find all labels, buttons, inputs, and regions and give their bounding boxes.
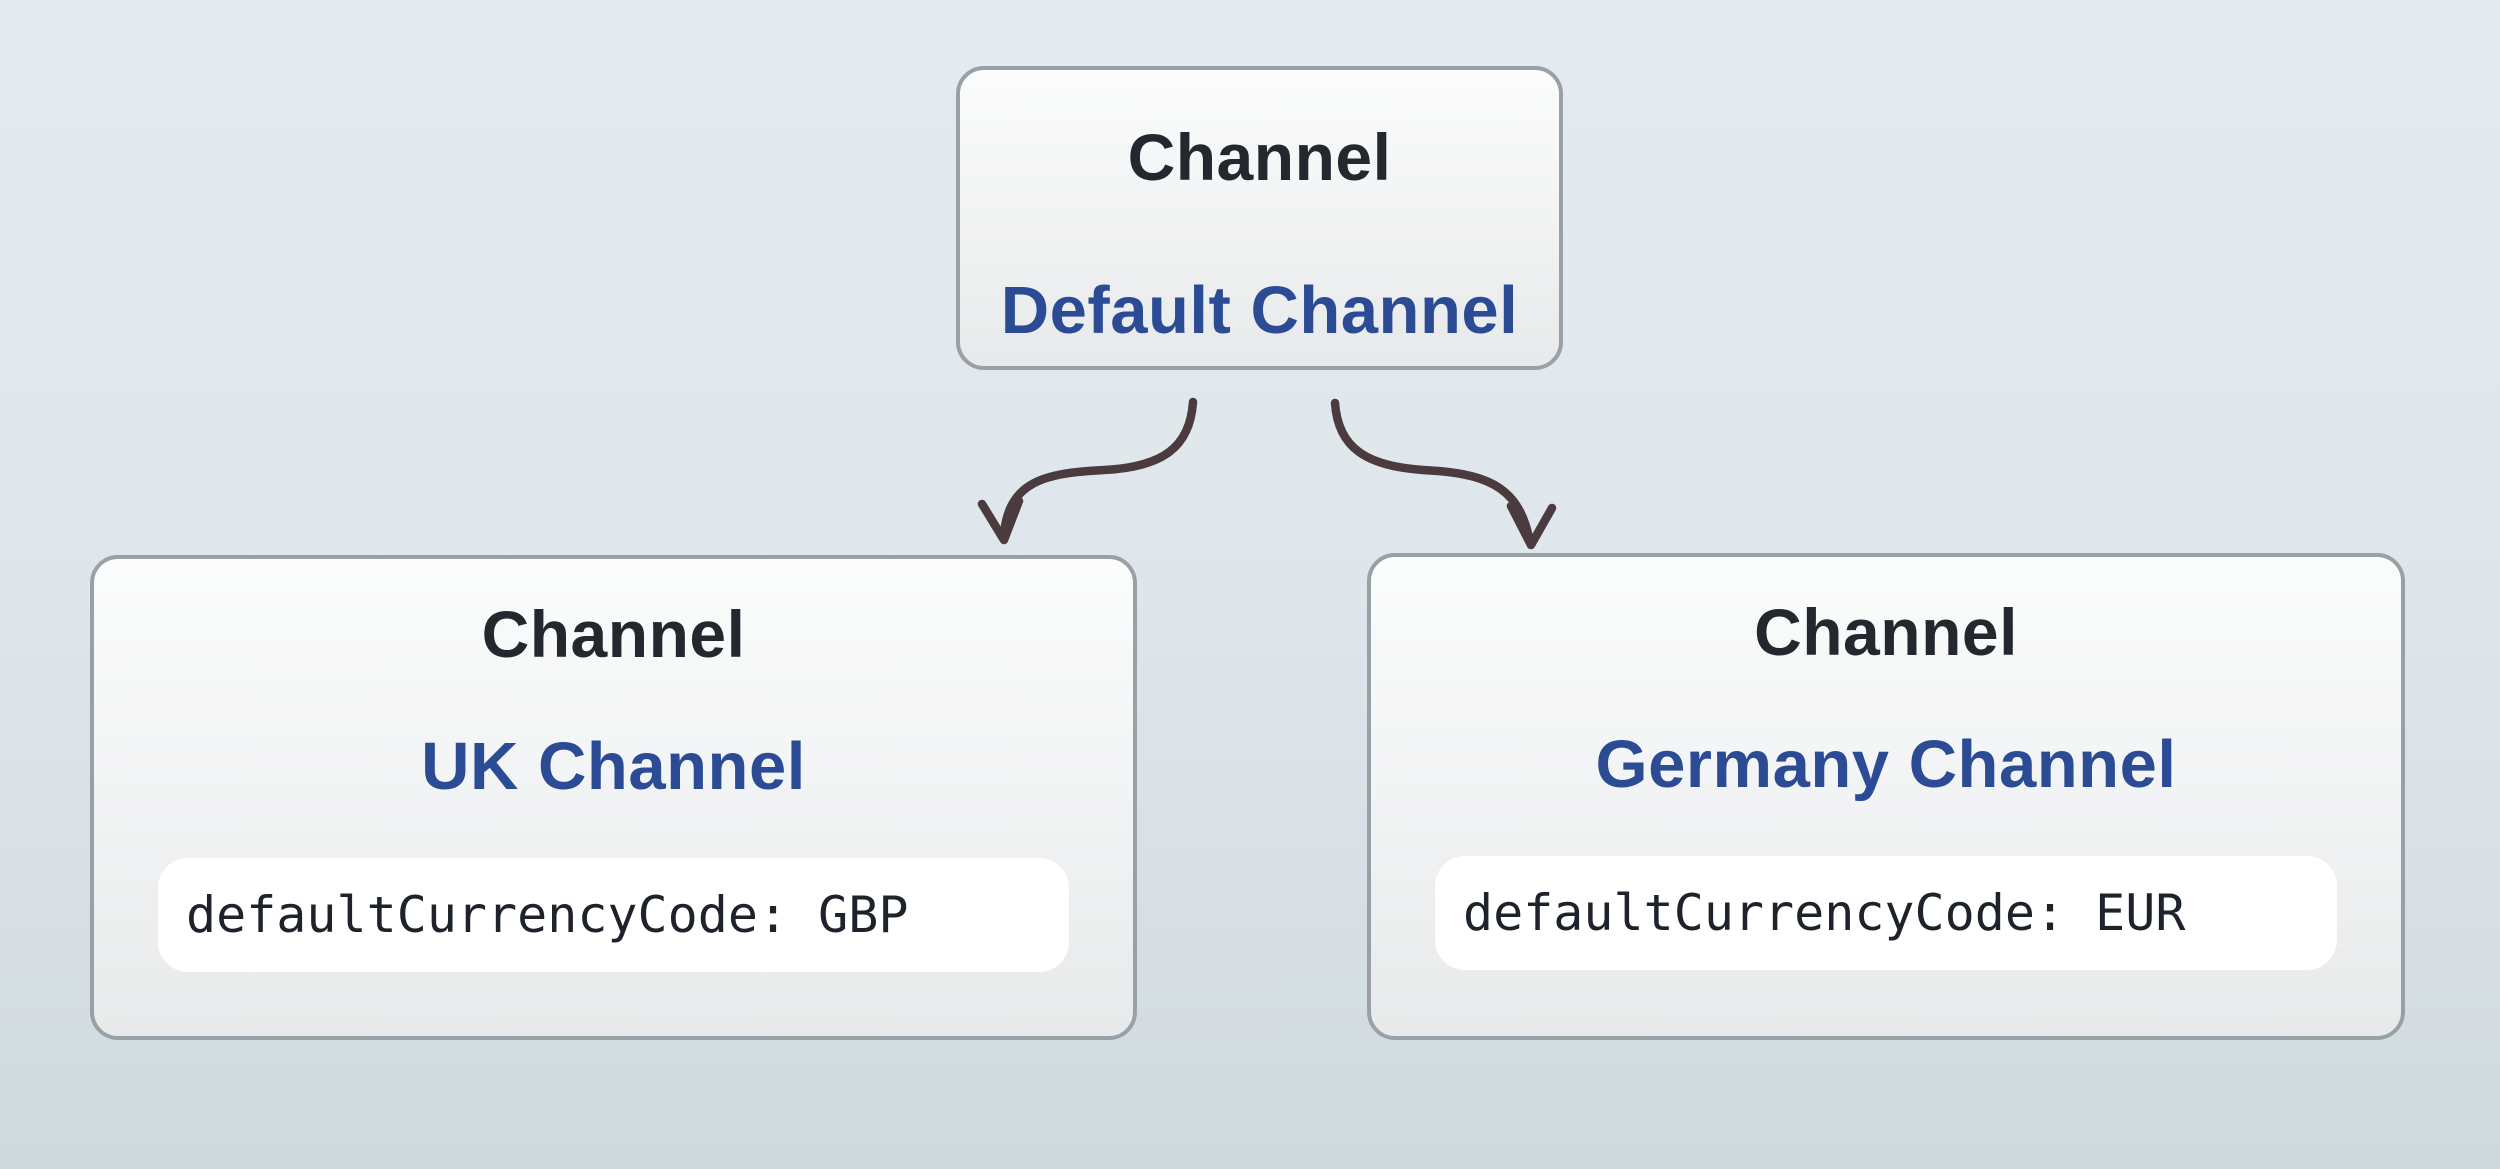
node-type-label: Channel — [1127, 120, 1392, 194]
node-germany-channel: Channel Germany Channel defaultCurrencyC… — [1367, 553, 2405, 1040]
arrow-default-to-germany — [1330, 398, 1557, 550]
arrow-head — [977, 496, 1024, 545]
node-attribute-pill: defaultCurrencyCode: EUR — [1435, 856, 2337, 970]
node-default-channel: Channel Default Channel — [956, 66, 1563, 370]
node-attribute-code: defaultCurrencyCode: GBP — [186, 886, 909, 944]
arrow-shaft — [999, 397, 1198, 539]
node-type-label: Channel — [481, 597, 746, 671]
node-attribute-code: defaultCurrencyCode: EUR — [1463, 884, 2186, 942]
arrow-head — [1506, 501, 1557, 550]
node-name-label: Germany Channel — [1595, 727, 2177, 802]
arrow-default-to-uk — [977, 397, 1198, 545]
node-name-label: UK Channel — [421, 729, 806, 804]
arrow-shaft — [1330, 398, 1534, 543]
node-attribute-pill: defaultCurrencyCode: GBP — [158, 858, 1069, 972]
node-uk-channel: Channel UK Channel defaultCurrencyCode: … — [90, 555, 1137, 1040]
node-name-label: Default Channel — [1000, 273, 1519, 348]
node-type-label: Channel — [1754, 595, 2018, 669]
